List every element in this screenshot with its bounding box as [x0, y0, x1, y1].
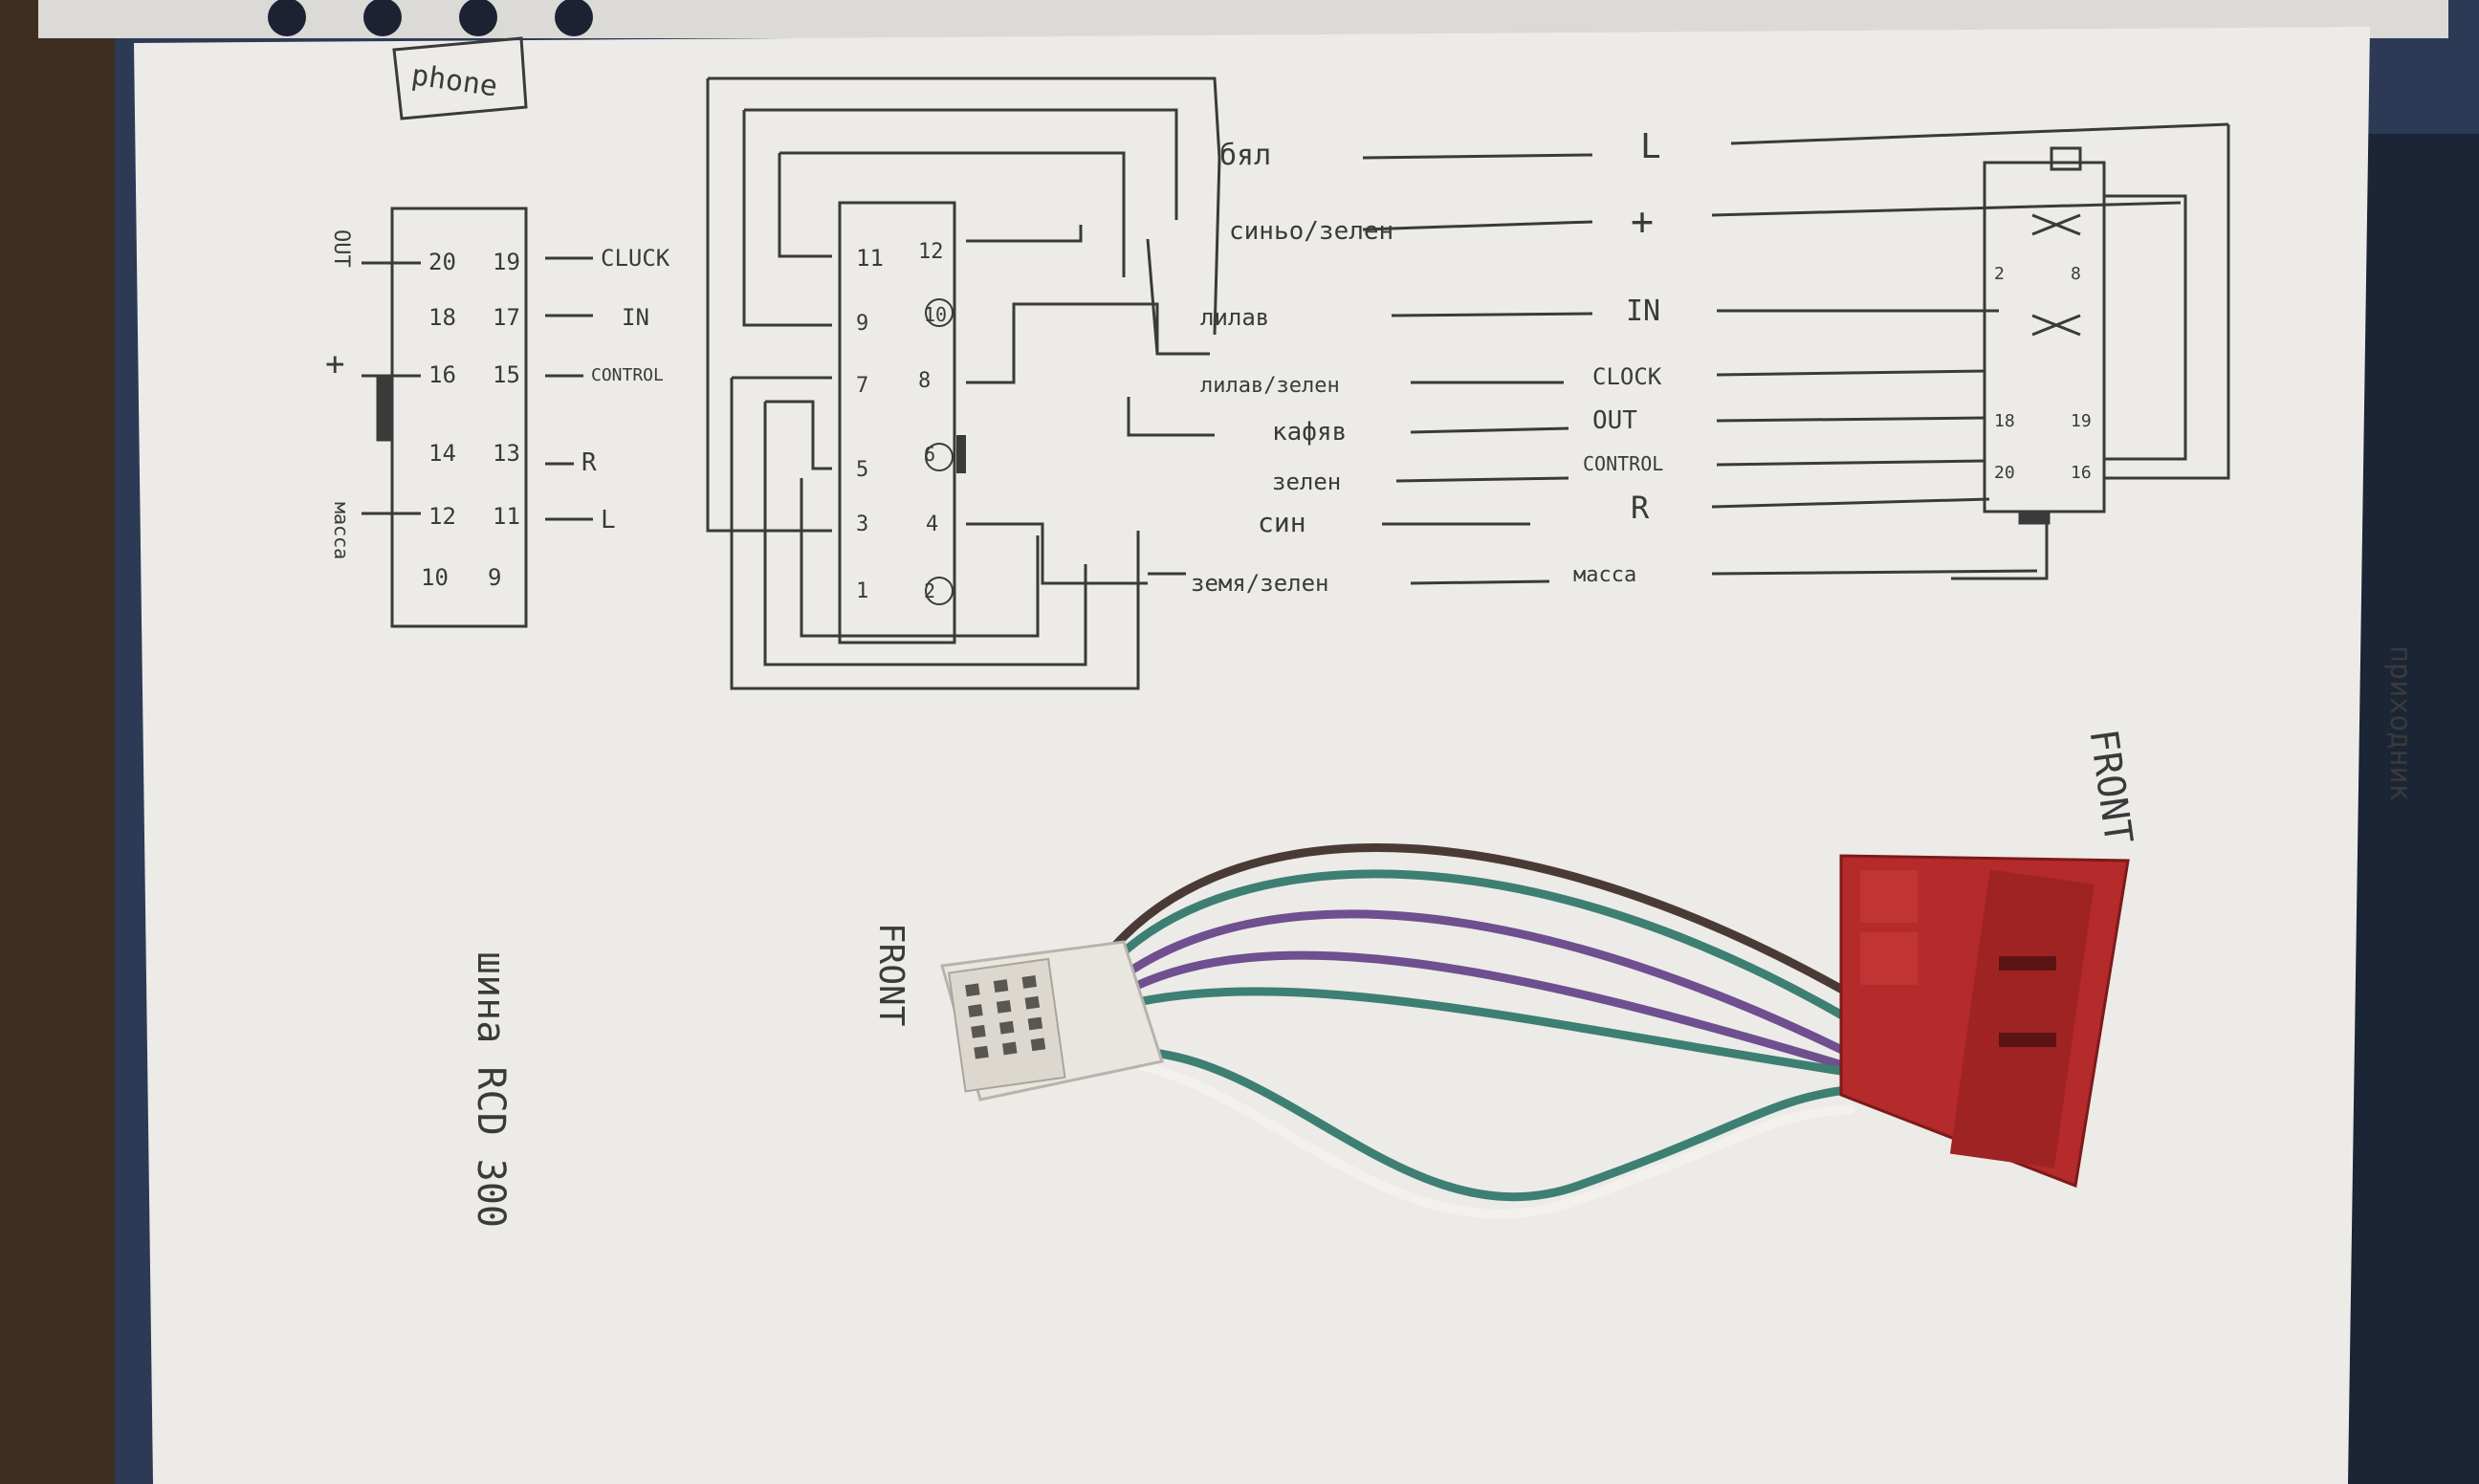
left-pin-label: CONTROL — [591, 365, 664, 385]
left-pin: 17 — [493, 304, 520, 331]
left-connector-diagram — [362, 36, 593, 628]
left-plus-label: + — [325, 345, 344, 383]
left-pin-label: R — [581, 448, 597, 477]
wire-color: синьо/зелен — [1229, 217, 1393, 246]
center-connector-diagram — [706, 76, 1221, 690]
center-pin: 3 — [856, 513, 868, 536]
left-pin-label: CLUCK — [601, 245, 670, 272]
wire-signal: IN — [1626, 295, 1660, 328]
wire-map — [1362, 122, 2229, 585]
wire-color: бял — [1219, 139, 1271, 172]
center-pin: 5 — [856, 458, 868, 482]
left-pin: 9 — [488, 564, 501, 591]
left-pin: 13 — [493, 440, 520, 467]
center-pin: 1 — [856, 579, 868, 603]
center-pin: 12 — [918, 240, 944, 264]
wire-color: земя/зелен — [1191, 570, 1329, 597]
wire-map-labels: бял L синьо/зелен + лилав IN лилав/зелен… — [1191, 127, 1663, 597]
left-pin-grid: 20 19 CLUCK 18 17 IN 16 15 CONTROL 14 13… — [421, 245, 670, 591]
wire-color: зелен — [1272, 469, 1341, 495]
wire-signal: масса — [1573, 563, 1636, 587]
right-pin-grid: 2 8 18 19 20 16 — [1994, 264, 2092, 483]
left-pin: 11 — [493, 503, 520, 530]
left-pin: 19 — [493, 249, 520, 275]
wire-signal: OUT — [1592, 406, 1637, 435]
left-pin: 18 — [428, 304, 456, 331]
left-pin-label: L — [601, 506, 616, 535]
wire-signal: CLOCK — [1592, 363, 1662, 390]
wire-color: лилав/зелен — [1200, 374, 1340, 398]
svg-text:8: 8 — [2071, 264, 2081, 284]
right-vertical-label: приходник — [2383, 645, 2417, 801]
wire-harness — [1109, 843, 1860, 1219]
wire-color: лилав — [1200, 304, 1269, 331]
center-pin-grid: 11 12 9 10 7 8 5 6 3 4 1 2 — [856, 240, 966, 605]
front-label-left: FRONT — [871, 923, 910, 1026]
model-label: шина RCD 300 — [469, 951, 513, 1228]
center-pin: 9 — [856, 312, 868, 336]
right-connector-diagram — [1951, 124, 2230, 580]
wire-signal: L — [1640, 127, 1661, 166]
wire-color: кафяв — [1272, 418, 1347, 447]
wire-signal: + — [1631, 200, 1654, 244]
left-pin: 12 — [428, 503, 456, 530]
wood-edge — [0, 0, 115, 1484]
center-pin: 7 — [856, 374, 868, 398]
svg-text:20: 20 — [1994, 463, 2015, 483]
red-connector — [1839, 854, 2130, 1189]
svg-text:16: 16 — [2071, 463, 2092, 483]
left-mass-label: масса — [330, 502, 353, 559]
wire-signal: R — [1631, 490, 1650, 526]
left-out-label: OUT — [329, 229, 353, 268]
left-pin: 14 — [428, 440, 456, 467]
left-pin: 20 — [428, 249, 456, 275]
center-pin: 8 — [918, 369, 931, 393]
svg-text:2: 2 — [1994, 264, 2005, 284]
left-pin: 16 — [428, 361, 456, 388]
center-pin: 11 — [856, 245, 884, 272]
left-pin: 15 — [493, 361, 520, 388]
left-pin-label: IN — [622, 304, 649, 331]
paper-sheet — [134, 27, 2370, 1484]
svg-text:19: 19 — [2071, 411, 2092, 431]
white-connector — [940, 940, 1164, 1102]
svg-text:18: 18 — [1994, 411, 2015, 431]
wire-signal: CONTROL — [1583, 452, 1663, 475]
left-pin: 10 — [421, 564, 449, 591]
center-pin: 4 — [926, 513, 938, 536]
wire-color: син — [1258, 507, 1306, 538]
